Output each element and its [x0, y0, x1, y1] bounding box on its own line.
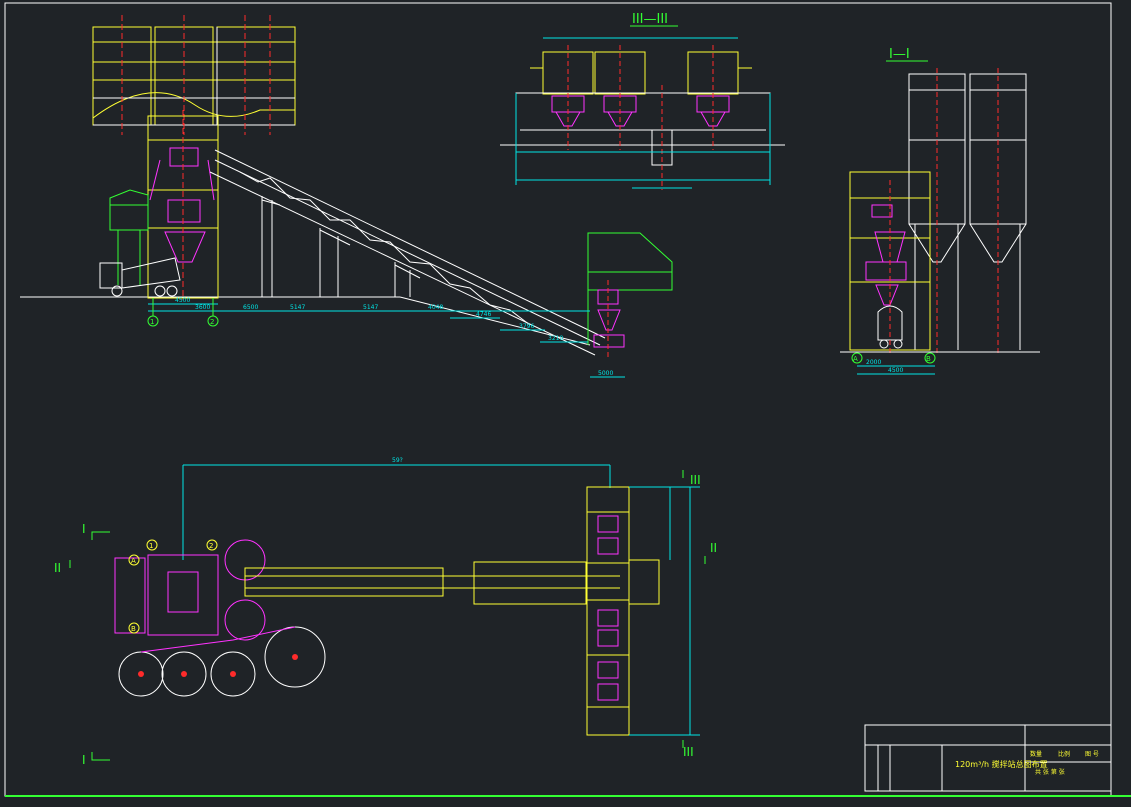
- section-iii-title: III—III: [632, 12, 668, 27]
- cut-i-bottom: I: [82, 753, 86, 767]
- control-room: [109, 189, 149, 285]
- plan-belt-conveyor: [244, 561, 620, 605]
- cut-iii-top: III: [690, 473, 701, 487]
- cut-iii-bottom: III: [683, 745, 694, 759]
- elev-axis-2: 2: [210, 318, 214, 326]
- dim-plan-overall: 59?: [392, 457, 403, 464]
- section-i-centerlines: [889, 68, 999, 355]
- dim-span-5: 4746: [476, 311, 491, 318]
- title-block-drawing-no: 图 号: [1085, 751, 1099, 758]
- plan-aggregate-bins: [586, 486, 660, 736]
- ground-slope: [399, 296, 591, 346]
- dim-span-1: 6500: [243, 304, 258, 311]
- title-block-grid: [865, 725, 1111, 791]
- section-i-axis-markers: A B: [851, 352, 936, 364]
- side-axis-a: A: [853, 355, 858, 363]
- title-block-sheet: 共 张 第 张: [1035, 768, 1065, 776]
- dim-elev-base-left: 4500: [175, 297, 190, 304]
- inclined-conveyor: [209, 149, 606, 356]
- elevation-view: 4500 3600 6500 5147 5147 4048 4746 3796 …: [20, 15, 673, 378]
- dim-span-3: 5147: [363, 304, 378, 311]
- section-iii-dimension-lines: [515, 37, 771, 189]
- mixer-truck: [99, 257, 181, 297]
- title-block-scale: 比例: [1058, 750, 1070, 758]
- title-block-title: 120m³/h 搅拌站总图布置: [955, 759, 1048, 769]
- dim-side-base-right: 4500: [888, 367, 903, 374]
- elevation-dimension-texts: 4500 3600 6500 5147 5147 4048 4746 3796 …: [175, 297, 613, 377]
- elevation-dimension-lines: [148, 303, 625, 378]
- plan-silo-centers: [138, 654, 298, 677]
- plan-view: 59? I I II II III III: [54, 457, 717, 767]
- title-block: 120m³/h 搅拌站总图布置 数量 比例 图 号 共 张 第 张: [864, 724, 1112, 792]
- dim-span-8: 5000: [598, 370, 613, 377]
- plan-cut-arrows: [69, 470, 706, 761]
- side-axis-b: B: [926, 355, 931, 363]
- dim-elev-base-mid: 3600: [195, 304, 210, 311]
- aggregate-hopper-shed: [587, 232, 673, 345]
- elevation-axis-markers: 1 2: [147, 298, 219, 327]
- dim-span-7: 3210: [548, 335, 563, 342]
- silo-support-frame: [93, 27, 295, 126]
- plan-control-room: [114, 557, 146, 634]
- dim-span-6: 3796: [519, 323, 534, 330]
- conveyor-supports: [261, 196, 421, 297]
- elev-axis-1: 1: [150, 318, 154, 326]
- cut-ii-left: II: [54, 561, 61, 575]
- section-i-title: I—I: [889, 47, 910, 62]
- plan-axis-a: A: [131, 557, 136, 565]
- plan-axis-markers: 1 2 A B: [128, 539, 218, 634]
- plan-aggregate-hoppers: [597, 515, 619, 701]
- section-iii-centerlines: [567, 45, 714, 190]
- section-i-dimension-texts: 2000 4500: [866, 359, 903, 374]
- plan-axis-1: 1: [149, 542, 153, 550]
- dim-span-4: 4048: [428, 304, 443, 311]
- section-i-truck: [877, 305, 903, 349]
- tower-equipment: [149, 147, 215, 263]
- cut-i-top: I: [82, 522, 86, 536]
- dim-span-2: 5147: [290, 304, 305, 311]
- plan-cut-labels: I I II II III III: [54, 473, 717, 767]
- plan-axis-b: B: [131, 625, 136, 633]
- plan-bin-dimension-lines: [629, 486, 700, 736]
- title-block-quantity: 数量: [1030, 750, 1042, 758]
- plan-axis-2: 2: [209, 542, 213, 550]
- section-iii-view: III—III: [500, 12, 785, 190]
- section-i-dimension-lines: [857, 365, 935, 375]
- title-block-frame: [864, 724, 1112, 792]
- dim-side-base-left: 2000: [866, 359, 881, 366]
- silo-base-curve: [92, 92, 295, 119]
- cut-ii-right: II: [710, 541, 717, 555]
- silo-centerlines: [121, 15, 271, 135]
- plan-screw-conveyors: [140, 626, 296, 653]
- section-i-view: I—I: [840, 47, 1040, 375]
